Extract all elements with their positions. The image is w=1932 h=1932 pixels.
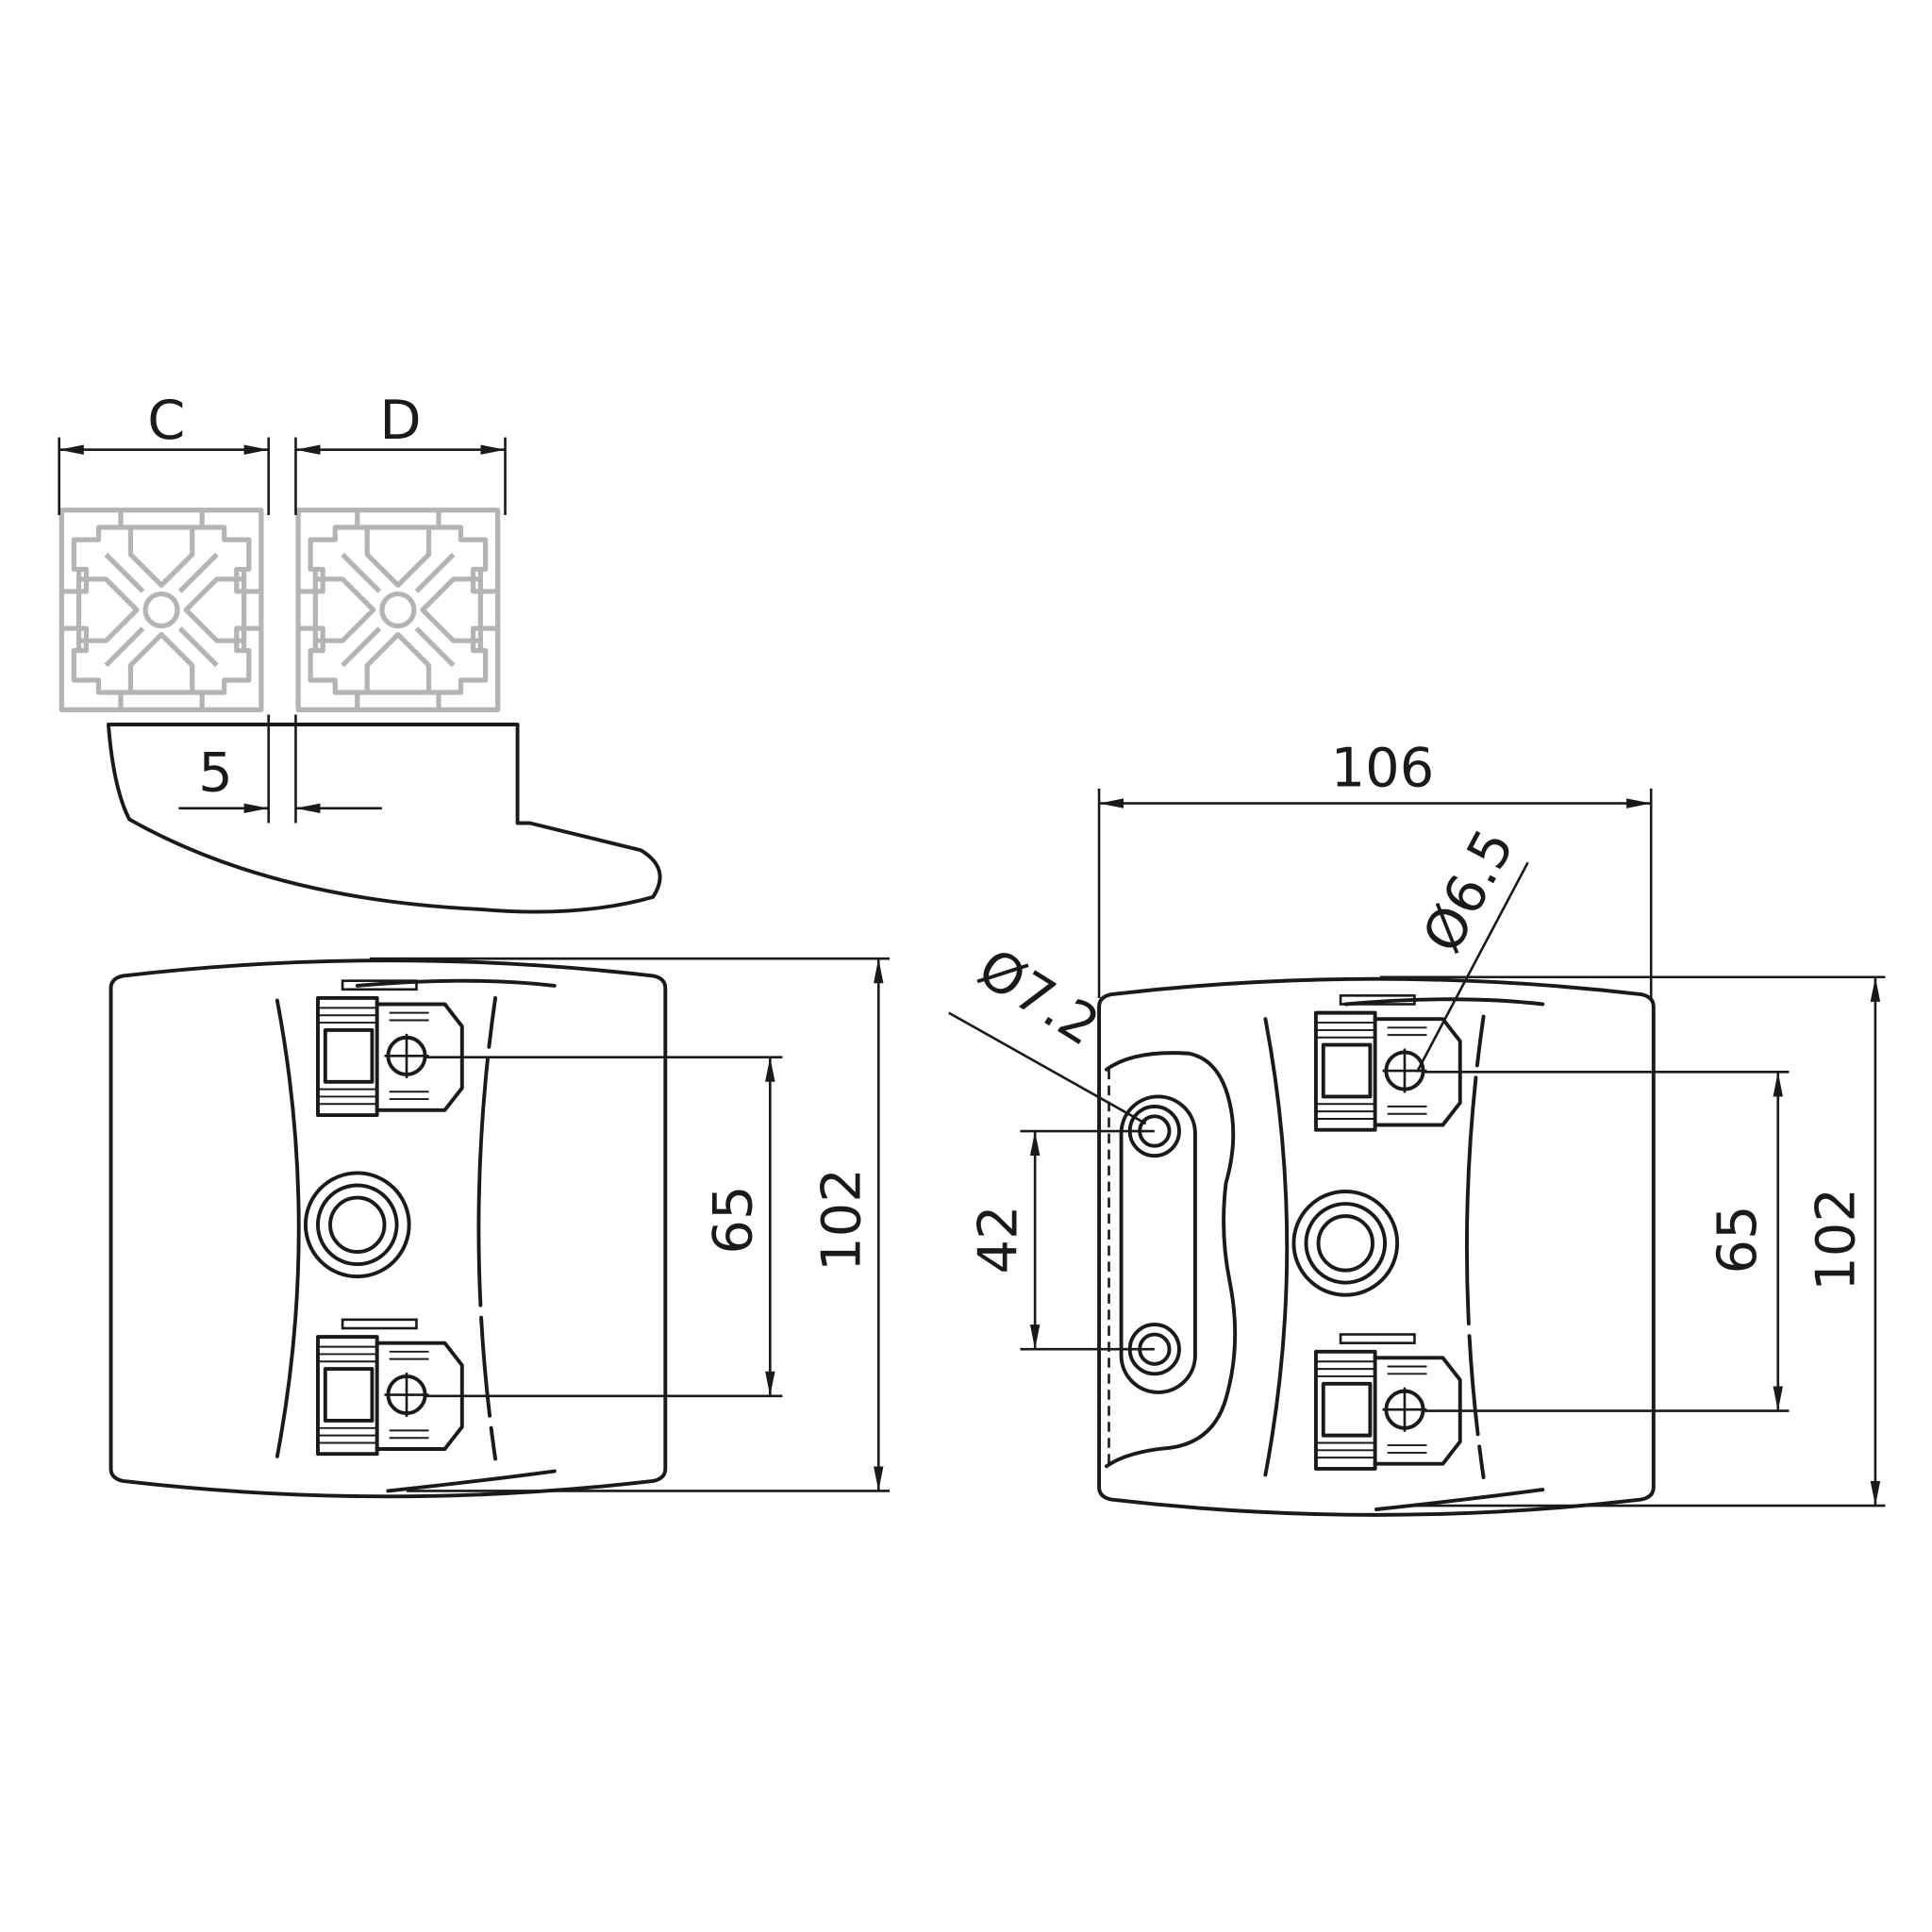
part-top-view-right — [1097, 976, 1656, 1517]
dimension-width-right-label: 106 — [1331, 736, 1435, 799]
dimension-c — [58, 437, 271, 515]
dimension-slot-spacing-label: 42 — [967, 1205, 1030, 1274]
hole-large-label: Ø7.2 — [967, 936, 1109, 1058]
dimension-hole-spacing-right-label: 65 — [1706, 1205, 1769, 1274]
dimension-gap-label: 5 — [198, 741, 233, 805]
hole-small-label: Ø6.5 — [1410, 819, 1526, 962]
part-top-view-left — [108, 958, 668, 1499]
dimension-slot-spacing — [1020, 1129, 1155, 1351]
profile-d — [298, 510, 498, 710]
dimension-c-label: C — [147, 389, 185, 452]
leader-hole-large — [948, 1011, 1147, 1125]
dimension-height-left-label: 102 — [810, 1168, 874, 1272]
profile-c — [61, 510, 261, 710]
dimension-d-label: D — [379, 389, 421, 452]
dimension-d — [294, 437, 507, 515]
dimension-width-right — [1097, 788, 1653, 998]
part-side-view — [106, 723, 662, 914]
leader-hole-small — [1415, 861, 1529, 1073]
dimension-height-left — [369, 957, 891, 1492]
dimension-hole-spacing-left-label: 65 — [702, 1186, 765, 1255]
dimension-hole-spacing-right — [1423, 1071, 1790, 1412]
dimension-hole-spacing-left — [425, 1056, 783, 1398]
dimension-gap — [178, 714, 382, 824]
dimension-height-right-label: 102 — [1805, 1188, 1868, 1291]
dimension-height-right — [1379, 975, 1886, 1507]
